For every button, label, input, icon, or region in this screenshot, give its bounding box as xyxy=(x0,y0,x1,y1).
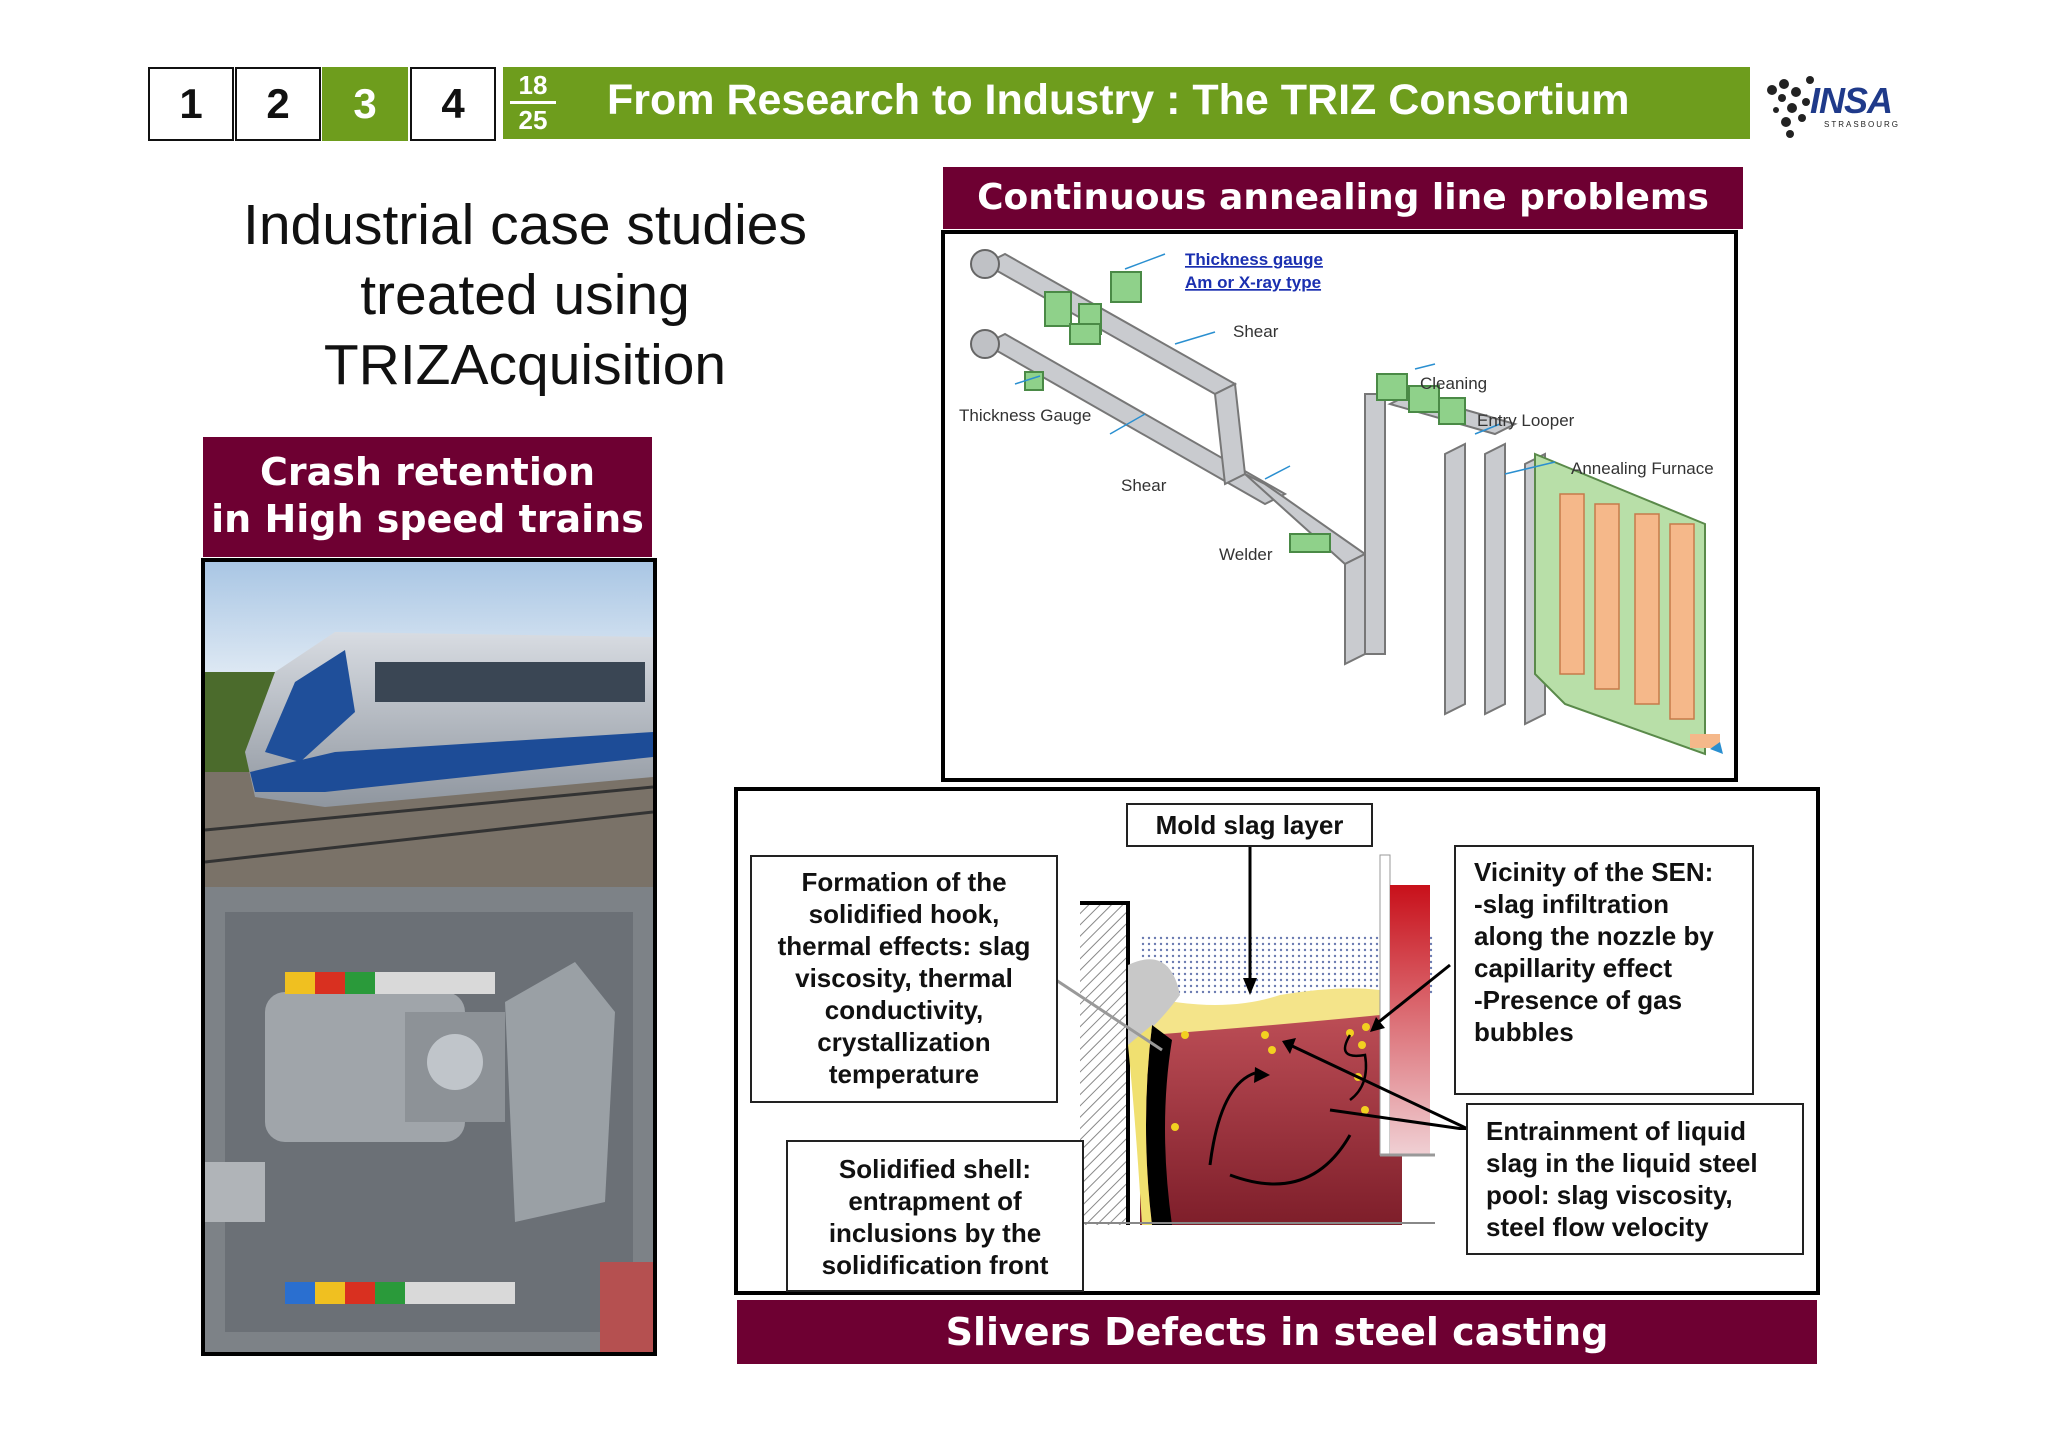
roller-icon-top xyxy=(970,249,1000,279)
entrain-line-3: pool: slag viscosity, xyxy=(1486,1180,1733,1210)
label-annealing-furnace: Annealing Furnace xyxy=(1571,459,1714,478)
sen-line-4: capillarity effect xyxy=(1474,953,1672,983)
annealing-diagram-frame: Thickness gauge Am or X-ray type Shear T… xyxy=(941,230,1738,782)
page-total: 25 xyxy=(518,105,548,135)
entrain-line-2: slag in the liquid steel xyxy=(1486,1148,1758,1178)
hook-callout: Formation of the solidified hook, therma… xyxy=(750,855,1058,1103)
callout-arrows xyxy=(1055,840,1471,1130)
page-counter: 18 25 xyxy=(510,70,556,135)
train-photo-frame xyxy=(201,558,657,1356)
sen-line-3: along the nozzle by xyxy=(1474,921,1714,951)
hook-line-4: viscosity, thermal xyxy=(795,963,1013,993)
insa-logo: INSA STRASBOURG xyxy=(1762,66,1902,142)
nav-section-4[interactable]: 4 xyxy=(410,67,496,141)
hook-line-1: Formation of the xyxy=(801,867,1007,897)
nav-section-2[interactable]: 2 xyxy=(235,67,321,141)
main-title-line3: TRIZAcquisition xyxy=(323,333,727,397)
nav-section-1-label: 1 xyxy=(179,80,203,127)
crash-retention-line2: in High speed trains xyxy=(211,497,644,541)
shell-callout: Solidified shell: entrapment of inclusio… xyxy=(786,1140,1084,1292)
hook-line-7: temperature xyxy=(828,1059,980,1089)
label-thickness-gauge-left: Thickness Gauge xyxy=(959,406,1091,425)
header-banner xyxy=(503,67,1750,139)
nav-section-4-label: 4 xyxy=(441,80,465,127)
main-title-line2: treated using xyxy=(360,263,690,327)
annealing-diagram: Thickness gauge Am or X-ray type Shear T… xyxy=(959,249,1723,756)
main-title: Industrial case studies treated using TR… xyxy=(210,190,840,400)
crash-retention-label: Crash retention in High speed trains xyxy=(203,437,652,557)
nav-section-1[interactable]: 1 xyxy=(148,67,234,141)
shell-line-1: Solidified shell: xyxy=(838,1154,1032,1184)
label-welder: Welder xyxy=(1219,545,1273,564)
sen-callout: Vicinity of the SEN: -slag infiltration … xyxy=(1454,845,1754,1095)
logo-dots-icon xyxy=(1767,76,1814,138)
mold-cross-section xyxy=(1080,854,1435,1225)
nav-section-3[interactable]: 3 xyxy=(322,67,408,141)
sen-line-5: -Presence of gas xyxy=(1474,985,1683,1015)
train-photo xyxy=(204,562,654,1352)
label-thickness-gauge-top1: Thickness gauge xyxy=(1185,250,1323,269)
label-cleaning: Cleaning xyxy=(1420,374,1487,393)
header-title: From Research to Industry : The TRIZ Con… xyxy=(607,76,1630,124)
main-title-line1: Industrial case studies xyxy=(243,193,807,257)
hook-line-5: conductivity, xyxy=(824,995,984,1025)
page-current: 18 xyxy=(518,70,548,100)
label-shear-bottom: Shear xyxy=(1121,476,1167,495)
entrainment-callout: Entrainment of liquid slag in the liquid… xyxy=(1466,1103,1804,1255)
label-shear-top: Shear xyxy=(1233,322,1279,341)
annealing-title: Continuous annealing line problems xyxy=(943,167,1743,229)
exit-arrow-icon xyxy=(1710,742,1723,754)
label-entry-looper: Entry Looper xyxy=(1477,411,1575,430)
shell-line-4: solidification front xyxy=(821,1250,1049,1280)
nav-section-2-label: 2 xyxy=(266,80,290,127)
entrain-line-4: steel flow velocity xyxy=(1486,1212,1709,1242)
slivers-title: Slivers Defects in steel casting xyxy=(737,1300,1817,1364)
entrain-line-1: Entrainment of liquid xyxy=(1486,1116,1746,1146)
roller-icon-bottom xyxy=(970,329,1000,359)
shell-line-2: entrapment of xyxy=(848,1186,1022,1216)
sen-line-2: -slag infiltration xyxy=(1474,889,1669,919)
hook-line-2: solidified hook, xyxy=(808,899,1000,929)
sen-line-6: bubbles xyxy=(1474,1017,1574,1047)
label-thickness-gauge-top2: Am or X-ray type xyxy=(1185,273,1321,292)
logo-subtext: STRASBOURG xyxy=(1824,120,1901,129)
hook-line-6: crystallization xyxy=(817,1027,991,1057)
logo-text: INSA xyxy=(1810,80,1893,121)
crash-retention-line1: Crash retention xyxy=(259,450,596,494)
mold-slag-label: Mold slag layer xyxy=(1126,803,1373,847)
hook-line-3: thermal effects: slag xyxy=(777,931,1031,961)
sen-line-1: Vicinity of the SEN: xyxy=(1474,857,1714,887)
nav-section-3-label: 3 xyxy=(353,80,377,127)
shell-line-3: inclusions by the xyxy=(828,1218,1042,1248)
page-divider xyxy=(510,101,556,104)
